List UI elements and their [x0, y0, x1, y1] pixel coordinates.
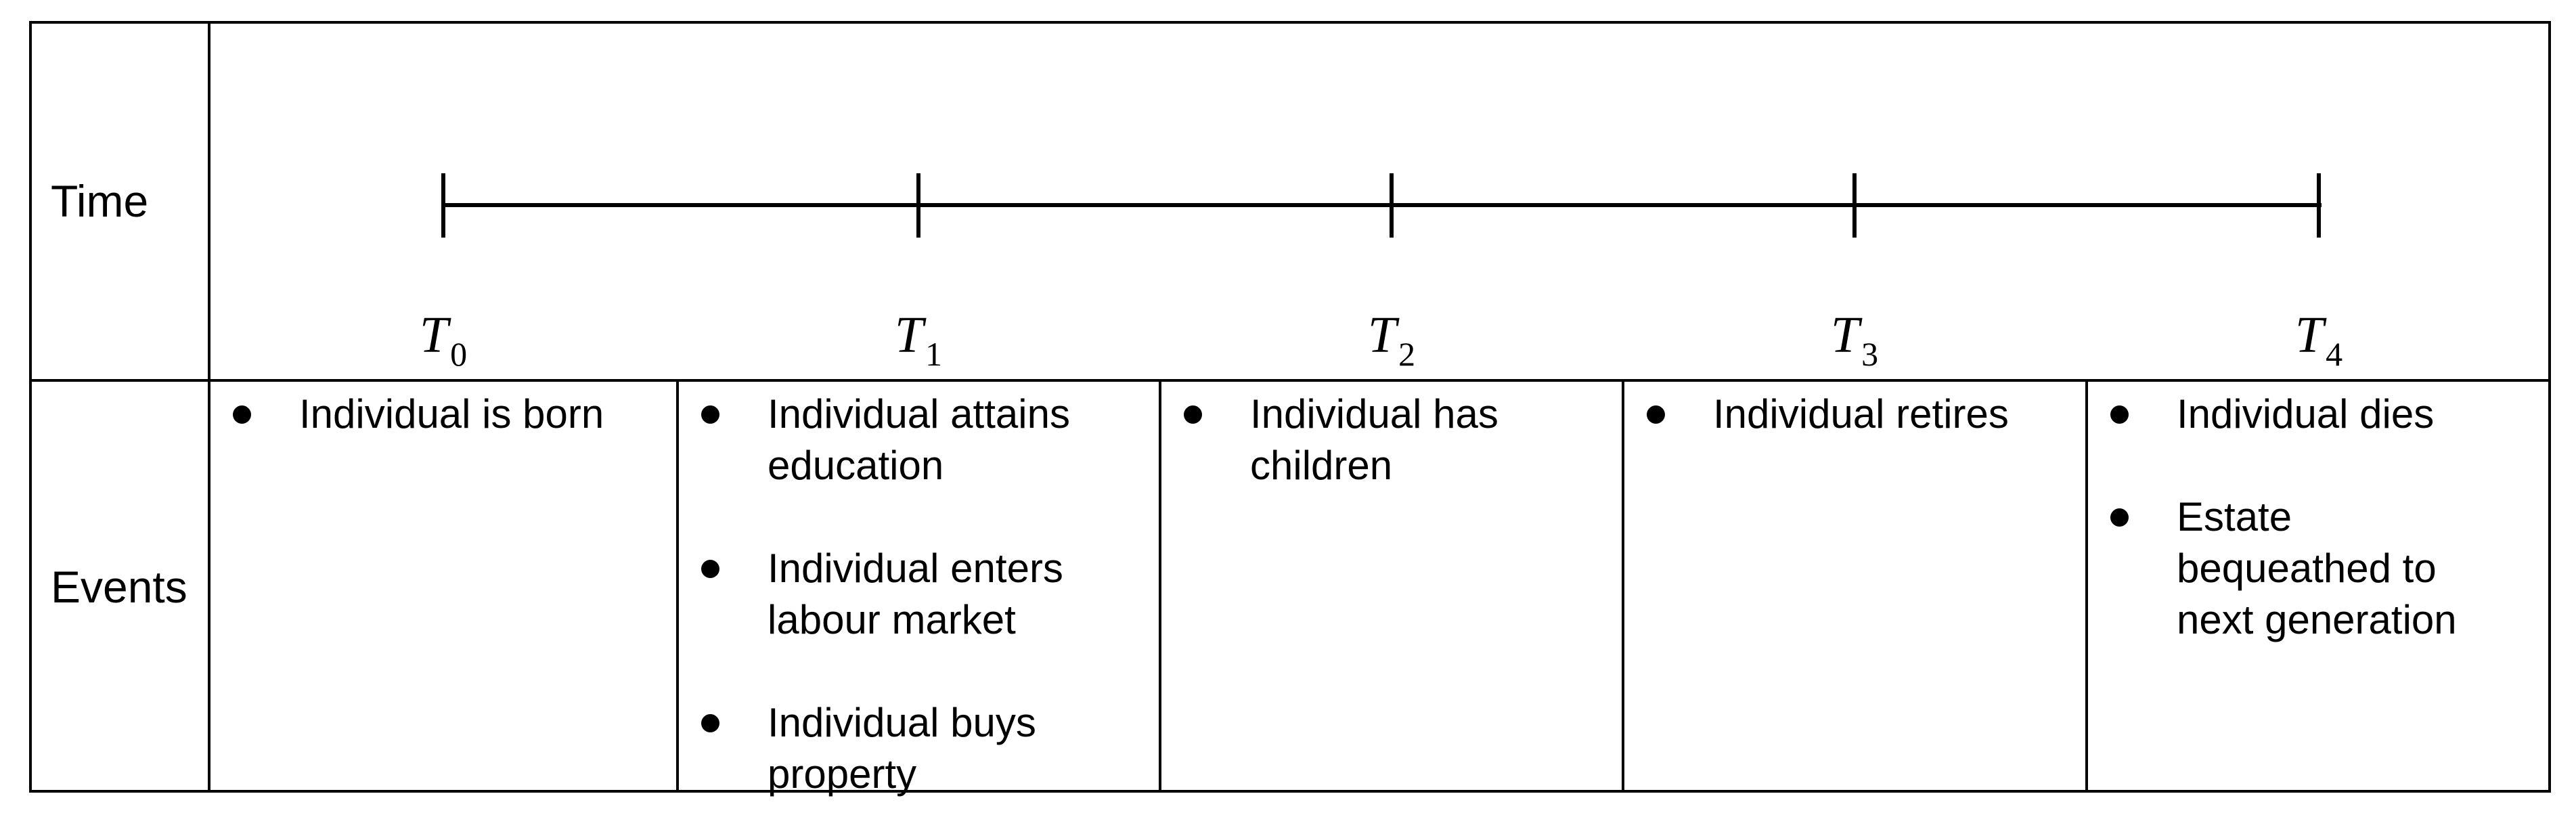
timeline-label-t4: T4 [2217, 305, 2420, 373]
bullet-icon [701, 560, 719, 578]
timeline-label-t0: T0 [342, 305, 545, 373]
timeline-tick-t3 [1852, 173, 1857, 238]
events-row-label: Events [51, 562, 187, 612]
t4-symbol: T [2294, 307, 2324, 363]
t4-subscript: 4 [2326, 335, 2343, 373]
event-list-item: Estate bequeathed to next generation [2088, 491, 2548, 646]
event-text: Individual dies [2177, 391, 2435, 437]
bullet-icon [701, 714, 719, 732]
timeline-label-t2: T2 [1290, 305, 1493, 373]
event-text: Estate bequeathed to next generation [2177, 494, 2457, 642]
t0-subscript: 0 [450, 335, 468, 373]
divider-events-col-2-3 [1159, 379, 1161, 793]
event-text: Individual attains education [768, 391, 1070, 488]
timeline-tick-t4 [2317, 173, 2321, 238]
t1-subscript: 1 [925, 335, 943, 373]
t0-symbol: T [419, 307, 449, 363]
events-cell-t3: Individual retires [1624, 383, 2083, 440]
event-text: Individual has children [1250, 391, 1498, 488]
t3-symbol: T [1830, 307, 1860, 363]
events-cell-t0: Individual is born [210, 383, 673, 440]
t2-symbol: T [1367, 307, 1397, 363]
t2-subscript: 2 [1398, 335, 1416, 373]
bullet-icon [2110, 508, 2129, 527]
bullet-icon [1184, 405, 1202, 424]
event-text: Individual buys property [768, 700, 1036, 797]
timeline-label-t3: T3 [1753, 305, 1956, 373]
event-text: Individual enters labour market [768, 546, 1063, 642]
divider-events-col-1-2 [676, 379, 679, 793]
t1-symbol: T [894, 307, 924, 363]
timeline-tick-t0 [441, 173, 445, 238]
event-list-item: Individual retires [1624, 389, 2083, 440]
divider-header-column [208, 21, 210, 793]
event-list-item: Individual is born [210, 389, 673, 440]
time-row-label: Time [51, 176, 149, 226]
event-text: Individual is born [299, 391, 604, 437]
events-cell-t2: Individual has children [1161, 383, 1619, 491]
divider-events-col-3-4 [1622, 379, 1624, 793]
event-list-item: Individual dies [2088, 389, 2548, 440]
timeline-tick-t2 [1390, 173, 1394, 238]
event-list-item: Individual enters labour market [679, 543, 1156, 646]
event-text: Individual retires [1713, 391, 2009, 437]
t3-subscript: 3 [1861, 335, 1879, 373]
table-outer-border [29, 21, 2551, 793]
event-list-item: Individual buys property [679, 697, 1156, 800]
divider-time-events-rows [29, 379, 2551, 382]
timeline-label-t1: T1 [817, 305, 1020, 373]
event-list-item: Individual attains education [679, 389, 1156, 491]
event-list-item: Individual has children [1161, 389, 1619, 491]
bullet-icon [1647, 405, 1665, 424]
bullet-icon [701, 405, 719, 424]
timeline-tick-t1 [916, 173, 920, 238]
bullet-icon [2110, 405, 2129, 424]
bullet-icon [233, 405, 251, 424]
timeline-axis-line [441, 203, 2322, 207]
divider-events-col-4-5 [2085, 379, 2088, 793]
